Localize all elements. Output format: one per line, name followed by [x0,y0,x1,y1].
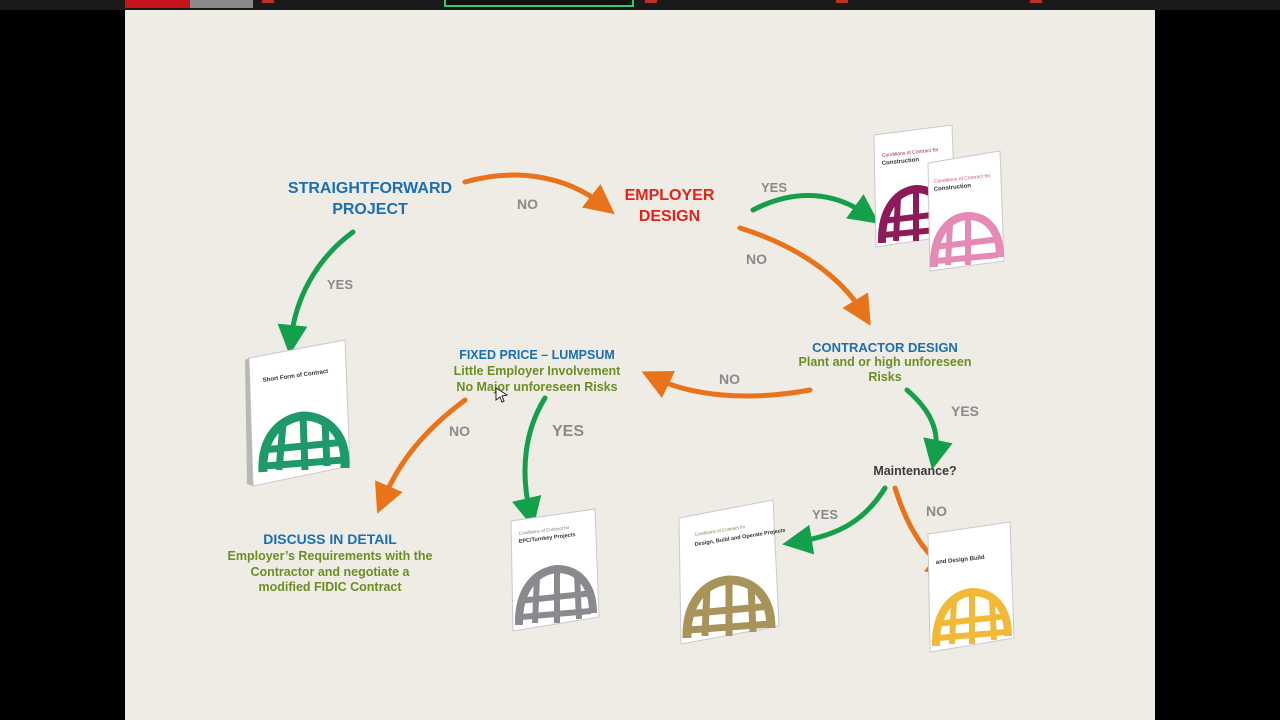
arrow-yes-to-construction [750,193,880,224]
toolbar-marker [262,0,274,3]
toolbar-red-thumbnail [125,0,190,8]
node-contractor-design-title: CONTRACTOR DESIGN [812,340,958,355]
slide-canvas: STRAIGHTFORWARD PROJECT EMPLOYER DESIGN … [125,10,1155,720]
arrow-no-to-employer [462,172,615,215]
epc-turnkey-book: Conditions of Contract for EPC/Turnkey P… [510,508,600,632]
answer-no-employer: NO [517,196,538,212]
node-employer-design: EMPLOYER DESIGN [624,187,715,225]
answer-no-discuss: NO [449,423,470,439]
node-contractor-design-sub: Plant and or high unforeseen Risks [798,355,972,384]
construction-book-2-sub: Conditions of Contract for [934,173,991,185]
toolbar-gray-thumbnail [190,0,253,8]
node-discuss-title: DISCUSS IN DETAIL [263,531,397,547]
answer-no-fixedprice: NO [719,371,740,387]
construction-book-2-title: Construction [934,183,972,193]
epc-book-sub: Conditions of Contract for [519,525,571,536]
globe-icon [514,564,597,626]
node-fixed-price-title: FIXED PRICE – LUMPSUM [459,348,615,362]
node-discuss-sub: Employer’s Requirements with the Contrac… [227,549,433,594]
arrow-no-to-discuss [375,397,468,514]
arrow-no-to-fixedprice [641,371,813,399]
globe-icon [682,575,776,639]
arrow-no-to-contractor [737,225,871,326]
node-straightforward-project: STRAIGHTFORWARD PROJECT [287,180,453,218]
top-toolbar-strip [0,0,1280,10]
globe-icon [258,411,350,473]
toolbar-marker [1030,0,1042,3]
hand-cursor-icon [495,387,509,403]
plant-db-book-title: and Design Build [936,555,986,566]
globe-icon [931,587,1012,647]
toolbar-selected-tab[interactable] [444,0,634,7]
plant-design-build-book: and Design Build [927,521,1015,653]
short-form-book: Short Form of Contract [245,339,351,487]
arrow-yes-to-dbo [782,485,888,555]
node-maintenance: Maintenance? [873,464,957,478]
toolbar-marker [836,0,848,3]
toolbar-marker [645,0,657,3]
arrow-yes-to-shortform [277,229,356,355]
globe-icon [929,211,1004,268]
construction-book-title: Construction [882,157,920,167]
answer-yes-shortform: YES [327,277,354,292]
answer-no-plantdb: NO [926,503,947,519]
arrow-yes-to-maintenance [904,387,953,470]
construction-book-sub: Conditions of Contract for [882,147,939,159]
answer-yes-construction: YES [761,180,788,195]
answer-yes-dbo: YES [812,507,839,522]
arrow-yes-to-epc [511,395,548,528]
design-build-operate-book: Conditions of Contract for Design, Build… [678,499,785,645]
answer-yes-epc: YES [552,423,585,440]
answer-no-contractor: NO [746,251,767,267]
node-fixed-price-sub: Little Employer Involvement No Major unf… [453,364,621,394]
answer-yes-maintenance: YES [951,403,980,419]
construction-books: Conditions of Contract for Construction … [873,125,1005,272]
